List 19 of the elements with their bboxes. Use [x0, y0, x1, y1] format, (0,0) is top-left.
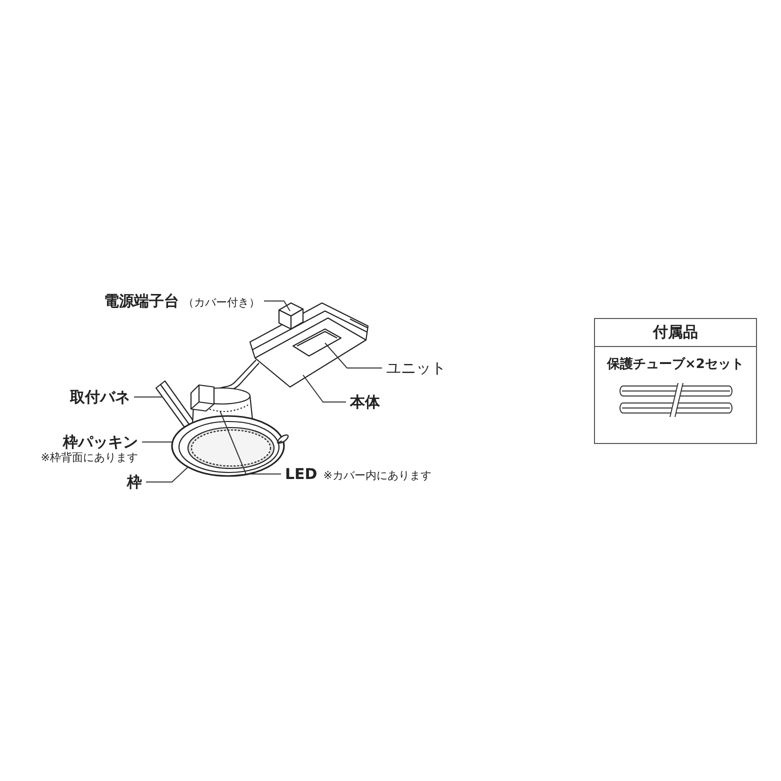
callout-label: LED: [285, 465, 318, 483]
callout-label: 取付バネ: [70, 388, 130, 406]
item-text: 保護チューブ×2セット: [607, 356, 744, 374]
callout-label: ユニット: [386, 359, 446, 377]
leader-line: [264, 300, 290, 312]
leader-line: [302, 374, 346, 402]
callout-label: 枠パッキン: [63, 433, 138, 451]
leader-line: [324, 342, 382, 368]
leader-line: [220, 410, 282, 474]
leader-line: [146, 466, 188, 482]
callout-note: ※カバー内にあります: [323, 469, 432, 482]
callout-label: 枠: [127, 473, 142, 491]
callout-note: （カバー付き）: [183, 296, 260, 309]
callout-label: 本体: [350, 393, 380, 411]
panel-heading: 付属品: [595, 319, 756, 347]
callout-label: 電源端子台: [104, 292, 179, 310]
accessory-panel: [594, 318, 757, 444]
callout-note: ※枠背面にあります: [40, 451, 138, 465]
leader-line: [134, 396, 164, 398]
